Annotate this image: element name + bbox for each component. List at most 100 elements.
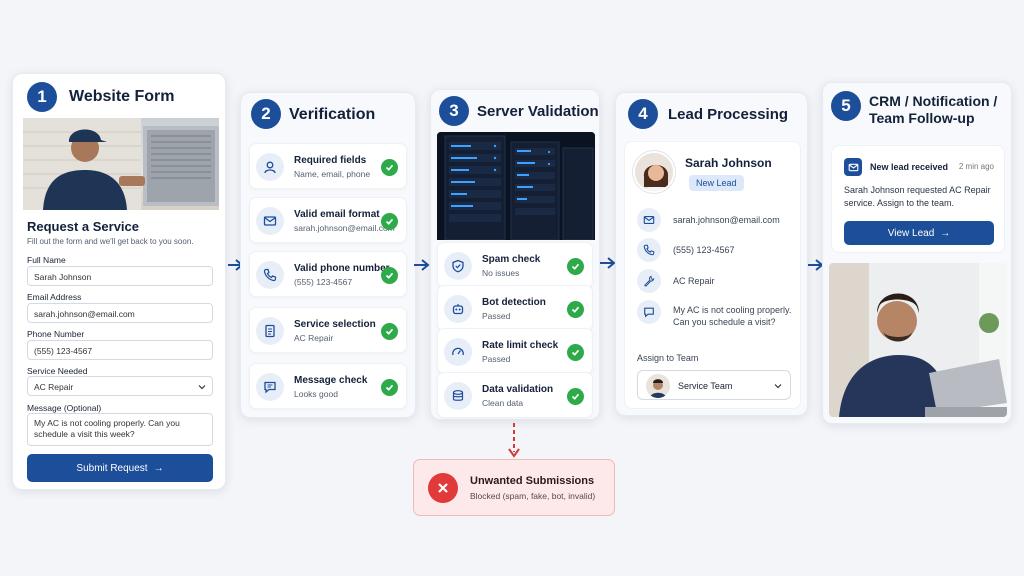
lead-message-row: My AC is not cooling properly. Can you s… [637, 300, 791, 332]
arrow-right-icon: → [153, 462, 164, 474]
flow-arrow-icon [600, 257, 616, 269]
server-check-title: Data validation [482, 384, 554, 395]
lead-processing-card: 4 Lead Processing Sarah Johnson New Lead… [615, 92, 808, 416]
submit-label: Submit Request [76, 462, 148, 474]
check-title: Valid email format [294, 209, 380, 220]
shield-icon [444, 252, 472, 280]
check-title: Valid phone number [294, 263, 390, 274]
server-check-detail: Clean data [482, 398, 524, 408]
unwanted-submissions-box: Unwanted Submissions Blocked (spam, fake… [413, 459, 615, 516]
user-icon [256, 153, 284, 181]
checkmark-icon [381, 323, 398, 340]
lead-message: My AC is not cooling properly. Can you s… [673, 305, 792, 327]
phone-input[interactable]: (555) 123-4567 [27, 340, 213, 360]
document-icon [256, 317, 284, 345]
message-textarea[interactable]: My AC is not cooling properly. Can you s… [27, 413, 213, 446]
lead-name: Sarah Johnson [685, 156, 772, 170]
check-row-email: Valid email format sarah.johnson@email.c… [249, 197, 407, 243]
lead-detail-panel: Sarah Johnson New Lead sarah.johnson@ema… [624, 141, 801, 409]
check-detail: sarah.johnson@email.com [294, 223, 395, 233]
lead-phone: (555) 123-4567 [673, 245, 735, 255]
lead-service-row: AC Repair [637, 269, 786, 295]
step-number-4: 4 [628, 99, 658, 129]
server-check-detail: Passed [482, 354, 511, 364]
team-select[interactable]: Service Team [637, 370, 791, 400]
wrench-icon [637, 269, 661, 293]
service-label: Service Needed [27, 366, 88, 376]
lead-email-row: sarah.johnson@email.com [637, 208, 786, 234]
service-select[interactable]: AC Repair [27, 376, 213, 396]
step-number-3: 3 [439, 96, 469, 126]
avatar [633, 151, 675, 193]
step-title-4: Lead Processing [668, 106, 789, 123]
database-icon [444, 382, 472, 410]
notification-body: Sarah Johnson requested AC Repair servic… [844, 185, 991, 208]
server-check-title: Spam check [482, 254, 541, 265]
email-input[interactable]: sarah.johnson@email.com [27, 303, 213, 323]
phone-icon [256, 261, 284, 289]
checkmark-icon [381, 213, 398, 230]
notification-title: New lead received [870, 162, 949, 172]
unwanted-title: Unwanted Submissions [470, 475, 595, 487]
check-title: Service selection [294, 319, 376, 330]
arrow-right-icon: → [940, 227, 951, 239]
full-name-input[interactable]: Sarah Johnson [27, 266, 213, 286]
team-member-photo [829, 263, 1007, 417]
check-detail: AC Repair [294, 333, 334, 343]
check-title: Message check [294, 375, 368, 386]
phone-icon [637, 238, 661, 262]
checkmark-icon [381, 159, 398, 176]
server-validation-card: 3 Server Validation Spam check No issues… [430, 89, 600, 420]
step-title-2: Verification [289, 106, 376, 123]
avatar [646, 374, 670, 398]
notification-time: 2 min ago [958, 162, 994, 171]
form-subheading: Fill out the form and we'll get back to … [27, 237, 194, 246]
check-row-phone: Valid phone number (555) 123-4567 [249, 251, 407, 297]
mail-icon [844, 158, 862, 176]
message-label: Message (Optional) [27, 403, 102, 413]
check-row-service: Service selection AC Repair [249, 307, 407, 353]
checkmark-icon [381, 267, 398, 284]
step-title-1: Website Form [69, 88, 175, 105]
server-check-title: Rate limit check [482, 340, 559, 351]
robot-icon [444, 295, 472, 323]
mail-icon [637, 208, 661, 232]
check-row-message: Message check Looks good [249, 363, 407, 409]
website-form-card: 1 Website Form Request a Service Fill ou… [12, 73, 226, 490]
step-title-3: Server Validation [477, 103, 599, 120]
form-heading: Request a Service [27, 219, 140, 234]
checkmark-icon [567, 388, 584, 405]
rejection-arrow-icon [508, 423, 520, 458]
email-label: Email Address [27, 292, 82, 302]
verification-card: 2 Verification Required fields Name, ema… [240, 92, 416, 418]
submit-request-button[interactable]: Submit Request → [27, 454, 213, 482]
new-lead-badge: New Lead [689, 175, 744, 191]
view-lead-button[interactable]: View Lead → [844, 221, 994, 245]
chevron-down-icon [774, 384, 782, 389]
phone-label: Phone Number [27, 329, 85, 339]
notification-card: New lead received 2 min ago Sarah Johnso… [831, 145, 1005, 253]
chat-icon [256, 373, 284, 401]
server-row-spam: Spam check No issues [437, 242, 593, 288]
full-name-label: Full Name [27, 255, 66, 265]
step-number-5: 5 [831, 91, 861, 121]
checkmark-icon [567, 258, 584, 275]
flow-arrow-icon [414, 259, 430, 271]
crm-card: 5 CRM / Notification / Team Follow-up Ne… [822, 82, 1012, 424]
checkmark-icon [381, 379, 398, 396]
chevron-down-icon [198, 385, 206, 390]
server-check-detail: Passed [482, 311, 511, 321]
view-lead-label: View Lead [887, 227, 935, 239]
server-check-detail: No issues [482, 268, 520, 278]
lead-email: sarah.johnson@email.com [673, 215, 780, 225]
checkmark-icon [567, 301, 584, 318]
step-title-5: CRM / Notification / Team Follow-up [869, 93, 998, 126]
unwanted-detail: Blocked (spam, fake, bot, invalid) [470, 491, 596, 501]
service-select-value: AC Repair [34, 382, 74, 392]
step-number-1: 1 [27, 82, 57, 112]
speedometer-icon [444, 338, 472, 366]
server-check-title: Bot detection [482, 297, 546, 308]
chat-icon [637, 300, 661, 324]
check-detail: (555) 123-4567 [294, 277, 353, 287]
assign-label: Assign to Team [637, 353, 699, 363]
